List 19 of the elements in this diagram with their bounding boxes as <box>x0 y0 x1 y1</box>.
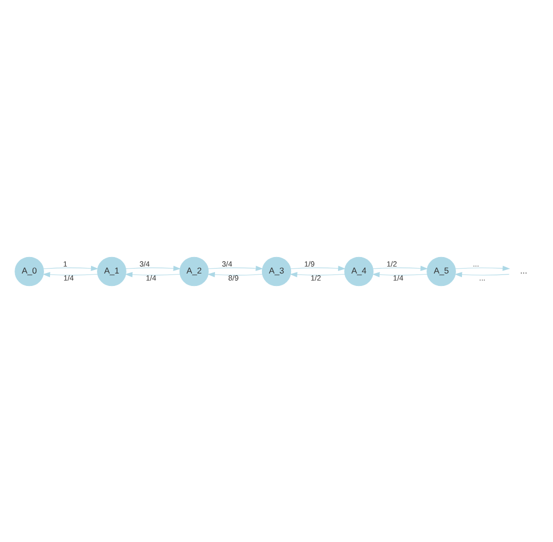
node-circle: A_0 <box>14 256 44 286</box>
arrow <box>290 265 346 270</box>
arrow <box>372 272 428 277</box>
arrow <box>207 272 263 277</box>
arrow <box>42 272 98 277</box>
node-circle: A_5 <box>426 256 456 286</box>
arrow <box>208 265 264 270</box>
node-circle: A_4 <box>344 256 374 286</box>
node-circle: A_1 <box>97 256 126 286</box>
node-text: ... <box>520 265 528 276</box>
node-circle: A_3 <box>262 256 292 286</box>
arrow <box>126 265 181 270</box>
arrow <box>455 265 510 270</box>
arrow <box>43 265 98 270</box>
node-circle: A_2 <box>179 256 209 286</box>
arrow <box>125 272 180 277</box>
arrow <box>372 265 428 270</box>
arrow <box>454 272 510 277</box>
arrow <box>290 272 345 277</box>
